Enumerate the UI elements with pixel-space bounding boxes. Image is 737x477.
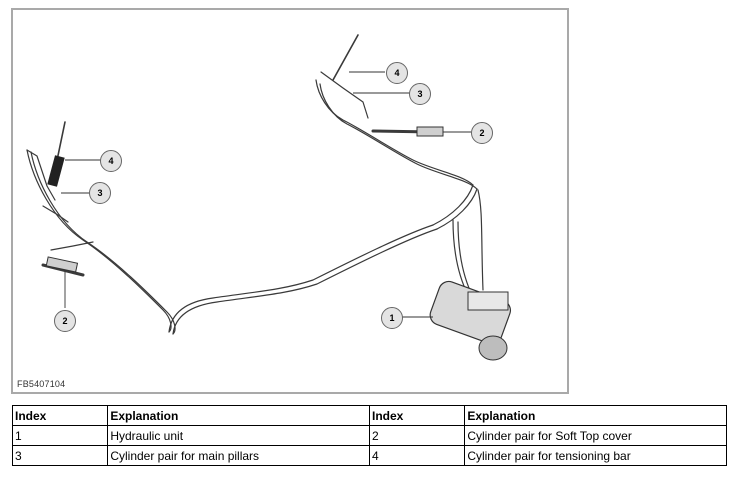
hydraulic-system-diagram: 4 3 2 4 3 2 1 FB5407104 bbox=[11, 8, 569, 394]
legend-table: Index Explanation Index Explanation 1 Hy… bbox=[11, 405, 727, 466]
figure-id: FB5407104 bbox=[17, 379, 66, 389]
index-cell: 4 bbox=[368, 445, 466, 466]
left-cylinder-4-shape bbox=[47, 155, 65, 187]
explanation-cell: Hydraulic unit bbox=[107, 425, 370, 446]
callout-4-right: 4 bbox=[386, 62, 408, 84]
header-index: Index bbox=[368, 405, 466, 426]
callout-1: 1 bbox=[381, 307, 403, 329]
legend-header-row: Index Explanation Index Explanation bbox=[11, 405, 727, 426]
header-explanation: Explanation bbox=[107, 405, 370, 426]
callout-3-left: 3 bbox=[89, 182, 111, 204]
callout-3-right: 3 bbox=[409, 83, 431, 105]
explanation-cell: Cylinder pair for tensioning bar bbox=[464, 445, 727, 466]
hydraulic-unit-shape bbox=[429, 280, 512, 361]
explanation-cell: Cylinder pair for Soft Top cover bbox=[464, 425, 727, 446]
right-cylinder-2-shape bbox=[416, 126, 444, 137]
callout-2-left: 2 bbox=[54, 310, 76, 332]
table-row: 3 Cylinder pair for main pillars 4 Cylin… bbox=[11, 445, 727, 466]
index-cell: 1 bbox=[11, 425, 109, 446]
index-cell: 2 bbox=[368, 425, 466, 446]
hydraulic-lines-drawing bbox=[26, 34, 512, 361]
callout-2-right: 2 bbox=[471, 122, 493, 144]
index-cell: 3 bbox=[11, 445, 109, 466]
left-cylinder-2-shape bbox=[45, 256, 79, 273]
header-index: Index bbox=[11, 405, 109, 426]
header-explanation: Explanation bbox=[464, 405, 727, 426]
callout-4-left: 4 bbox=[100, 150, 122, 172]
explanation-cell: Cylinder pair for main pillars bbox=[107, 445, 370, 466]
table-row: 1 Hydraulic unit 2 Cylinder pair for Sof… bbox=[11, 425, 727, 446]
